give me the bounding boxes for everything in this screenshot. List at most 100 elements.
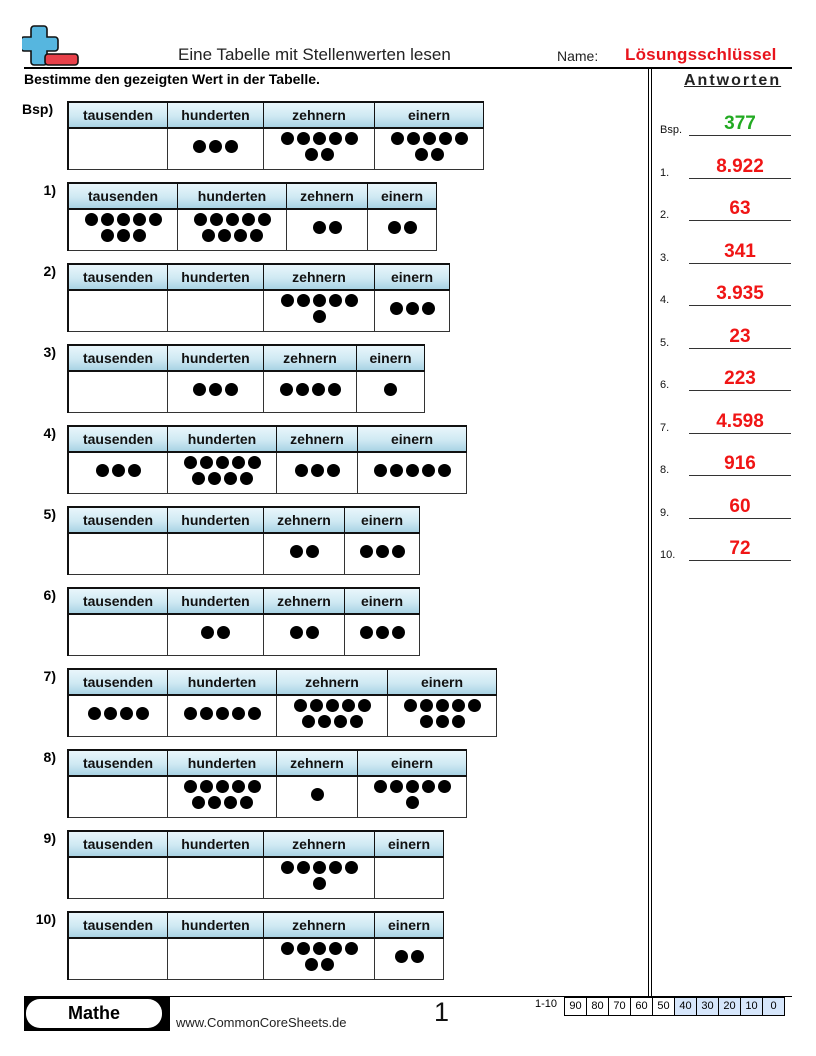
answer-value: 3.935: [716, 283, 764, 304]
answer-row: 6.223: [660, 361, 792, 391]
column-header-hunderten: hunderten: [167, 344, 264, 372]
dot-icon: [201, 626, 214, 639]
dot-icon: [325, 699, 339, 712]
column-header-tausenden: tausenden: [67, 830, 168, 858]
dot-icon: [183, 707, 197, 720]
dot-icon: [100, 213, 114, 226]
dot-icon: [148, 213, 162, 226]
dot-cell-zehnern: [263, 289, 375, 332]
problem-label: 8): [43, 749, 56, 765]
dot-icon: [435, 715, 449, 728]
problem-label: 7): [43, 668, 56, 684]
dot-icon: [231, 456, 245, 469]
column-header-zehnern: zehnern: [263, 830, 375, 858]
dot-icon: [193, 383, 206, 396]
dot-cell-hunderten: [167, 937, 264, 980]
column-header-einern: einern: [374, 830, 444, 858]
dot-icon: [305, 545, 319, 558]
column-header-hunderten: hunderten: [167, 911, 264, 939]
dot-icon: [191, 472, 205, 485]
problem-label: 3): [43, 344, 56, 360]
answer-value: 916: [724, 453, 756, 474]
footer-rule: [24, 996, 792, 997]
dot-group: [86, 706, 150, 722]
dot-group: [83, 212, 163, 244]
dot-group: [388, 301, 436, 317]
dot-cell-einern: [356, 370, 425, 413]
problem-label: 6): [43, 587, 56, 603]
website-link[interactable]: www.CommonCoreSheets.de: [176, 1015, 347, 1030]
dot-icon: [217, 229, 231, 242]
score-box: 30: [697, 998, 719, 1015]
dot-icon: [312, 221, 326, 234]
score-box: 60: [631, 998, 653, 1015]
dot-cell-einern: [387, 694, 497, 737]
dot-cell-einern: [344, 613, 420, 656]
dot-icon: [467, 699, 481, 712]
dot-group: [279, 131, 359, 163]
answer-row: 3.341: [660, 234, 792, 264]
dot-icon: [312, 861, 326, 874]
dot-icon: [289, 626, 303, 639]
dot-cell-tausenden: [67, 694, 168, 737]
dot-group: [288, 544, 320, 560]
answer-number: 1.: [660, 166, 670, 179]
column-header-tausenden: tausenden: [67, 344, 168, 372]
dot-icon: [183, 780, 197, 793]
column-header-hunderten: hunderten: [167, 263, 264, 291]
dot-icon: [405, 302, 419, 315]
dot-icon: [95, 464, 109, 477]
dot-icon: [199, 707, 213, 720]
dot-icon: [373, 780, 387, 793]
dot-icon: [403, 221, 417, 234]
dot-icon: [437, 464, 451, 477]
dot-icon: [280, 294, 294, 307]
dot-icon: [312, 132, 326, 145]
dot-icon: [405, 796, 419, 809]
dot-icon: [193, 140, 206, 153]
dot-icon: [87, 707, 101, 720]
dot-icon: [419, 699, 433, 712]
dot-cell-tausenden: [67, 532, 168, 575]
column-header-tausenden: tausenden: [67, 425, 168, 453]
answer-number: 2.: [660, 209, 670, 221]
dot-group: [192, 139, 240, 155]
dot-group: [192, 212, 272, 244]
column-header-zehnern: zehnern: [276, 425, 358, 453]
dot-icon: [312, 877, 326, 890]
dot-icon: [357, 699, 371, 712]
answer-line: [689, 517, 791, 519]
answer-line: [689, 220, 791, 221]
column-header-hunderten: hunderten: [167, 749, 277, 777]
dot-icon: [344, 132, 358, 145]
column-header-zehnern: zehnern: [263, 911, 375, 939]
dot-icon: [304, 958, 318, 971]
answer-value: 8.922: [716, 155, 764, 177]
column-header-tausenden: tausenden: [67, 587, 168, 615]
dot-cell-zehnern: [263, 532, 345, 575]
dot-icon: [247, 780, 261, 793]
column-header-tausenden: tausenden: [67, 911, 168, 939]
dot-icon: [280, 132, 294, 145]
dot-icon: [209, 213, 223, 226]
dot-icon: [127, 464, 141, 477]
answer-row: 5.23: [660, 319, 792, 349]
dot-icon: [296, 294, 310, 307]
dot-icon: [201, 229, 215, 242]
problem-label: 4): [43, 425, 56, 441]
column-divider: [648, 68, 652, 998]
dot-icon: [247, 456, 261, 469]
dot-icon: [310, 788, 324, 801]
dot-icon: [239, 472, 253, 485]
dot-cell-tausenden: [67, 451, 168, 494]
dot-group: [182, 706, 262, 722]
dot-cell-zehnern: [286, 208, 368, 251]
dot-cell-tausenden: [67, 127, 168, 170]
dot-cell-zehnern: [276, 775, 358, 818]
